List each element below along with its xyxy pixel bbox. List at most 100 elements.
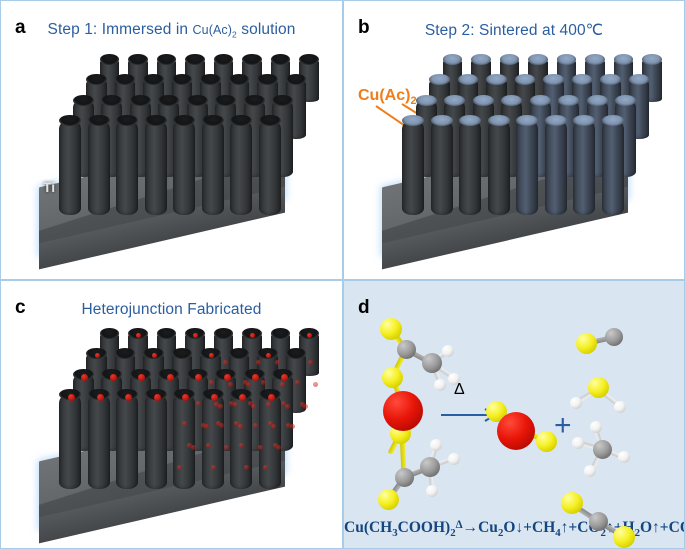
panel-c-title: Heterojunction Fabricated <box>81 301 262 318</box>
cu2o-particle-inner <box>303 403 308 409</box>
cu2o-particle-inner <box>261 380 266 385</box>
hydrogen-atom <box>570 397 582 409</box>
cu2o-particle <box>250 332 256 338</box>
panel-a-title-formula: Cu(Ac)2 <box>192 23 237 40</box>
carbon-atom <box>420 457 440 477</box>
cu2o-particle <box>151 353 157 358</box>
cu2o-particle <box>307 332 313 338</box>
nanotube <box>516 115 538 215</box>
cu2o-particle <box>210 394 218 401</box>
oxygen-atom <box>575 332 597 354</box>
equation-products: Cu2O↓+CH4↑+CO2↑+H2O↑+CO↑ <box>478 518 684 539</box>
cu2o-particle-inner <box>242 380 248 385</box>
nanotube <box>116 389 138 489</box>
cu2o-particle-inner <box>272 443 278 448</box>
cu2o-particle <box>96 394 104 401</box>
cu2o-particle-inner <box>214 402 219 407</box>
panel-b-title: Step 2: Sintered at 400℃ <box>424 22 604 39</box>
cu2o-particle <box>208 353 214 358</box>
nanotube <box>144 115 167 215</box>
nanotube <box>258 115 281 215</box>
oxygen-atom <box>587 376 609 398</box>
cu2o-particle-inner <box>267 421 273 426</box>
hydrogen-atom <box>572 437 584 449</box>
cu2o-particle-inner <box>246 381 251 387</box>
cu2o-particle-inner <box>313 381 318 387</box>
cu2o-particle-inner <box>286 422 291 428</box>
cu2o-particle <box>125 394 133 401</box>
cu2o-particle <box>265 353 271 358</box>
cu2o-particle-inner <box>227 381 233 387</box>
hydrogen-atom <box>448 373 460 385</box>
oxygen-atom <box>485 400 507 422</box>
carbon-atom <box>396 339 416 359</box>
hydrogen-atom <box>442 345 454 357</box>
carbon-atom <box>605 328 623 346</box>
nanotube <box>573 115 595 215</box>
cu2o-particle <box>280 373 288 381</box>
hydrogen-atom <box>584 465 596 477</box>
cu2o-particle-inner <box>224 444 229 450</box>
cu2o-particle-inner <box>284 403 290 409</box>
equation-reactant: Cu(CH3COOH)2 <box>344 518 456 539</box>
cu2o-particle <box>239 394 247 401</box>
cu2o-particle <box>94 353 100 358</box>
nanotube <box>59 389 81 489</box>
cu2o-particle <box>252 373 260 381</box>
cu2o-particle-inner <box>308 359 313 365</box>
carbon-atom <box>394 467 414 487</box>
nanotube <box>87 115 110 215</box>
cu2o-particle <box>166 373 174 381</box>
nanotube <box>459 115 481 215</box>
cu2o-particle-inner <box>294 380 300 385</box>
cu2o-particle-inner <box>247 400 253 406</box>
hydrogen-atom <box>430 439 442 451</box>
cu2o-particle-inner <box>251 403 256 409</box>
hydrogen-atom <box>590 421 602 433</box>
panel-c: c Heterojunction Fabricated Cu2O <box>0 280 343 549</box>
nanotube <box>230 389 252 489</box>
plus-symbol: + <box>554 409 572 442</box>
nanotube <box>201 115 224 215</box>
cu2o-particle-inner <box>229 400 234 406</box>
panel-a-letter: a <box>15 17 26 38</box>
oxygen-atom <box>381 366 403 388</box>
nanotube <box>601 115 624 215</box>
cu2o-particle-inner <box>262 465 268 470</box>
cu2o-particle-inner <box>276 444 281 450</box>
hydrogen-atom <box>448 453 460 465</box>
copper-atom <box>383 391 423 431</box>
cu2o-particle-inner <box>289 424 295 429</box>
cu2o-particle-inner <box>205 443 211 448</box>
cu2o-particle-inner <box>210 465 216 470</box>
cu2o-particle-inner <box>299 402 305 407</box>
cu2o-particle-inner <box>244 465 249 470</box>
cu2o-particle-inner <box>200 422 206 428</box>
cu2o-particle-inner <box>279 381 285 387</box>
cu2o-particle-inner <box>215 421 221 426</box>
panel-b-scene: Cu(Ac)2 <box>344 1 684 279</box>
panel-d-letter: d <box>358 297 370 318</box>
cu2o-particle <box>267 394 275 401</box>
oxygen-atom <box>613 526 635 548</box>
cu2o-particle-inner <box>256 359 261 365</box>
hydrogen-atom <box>434 379 446 391</box>
panel-a-title-suffix: solution <box>236 21 296 38</box>
nanotube <box>173 389 195 489</box>
oxygen-atom <box>535 430 557 452</box>
cu2o-particle-inner <box>209 380 214 385</box>
cu2o-particle <box>195 373 203 381</box>
panel-c-scene: Cu2O <box>1 281 342 548</box>
cu2o-particle-inner <box>187 443 192 448</box>
nanotube <box>173 115 195 215</box>
cu2o-particle-inner <box>219 422 224 428</box>
cu2o-particle <box>193 332 199 338</box>
delta-symbol: Δ <box>454 381 465 398</box>
carbon-atom <box>588 511 608 531</box>
cu2o-particle <box>136 332 142 338</box>
oxygen-atom <box>561 492 583 514</box>
cu2o-particle-inner <box>222 359 228 365</box>
panel-b: b Step 2: Sintered at 400℃ Cu(Ac)2 <box>343 0 685 280</box>
nanotube <box>230 115 252 215</box>
cu2o-particle-inner <box>274 359 280 365</box>
